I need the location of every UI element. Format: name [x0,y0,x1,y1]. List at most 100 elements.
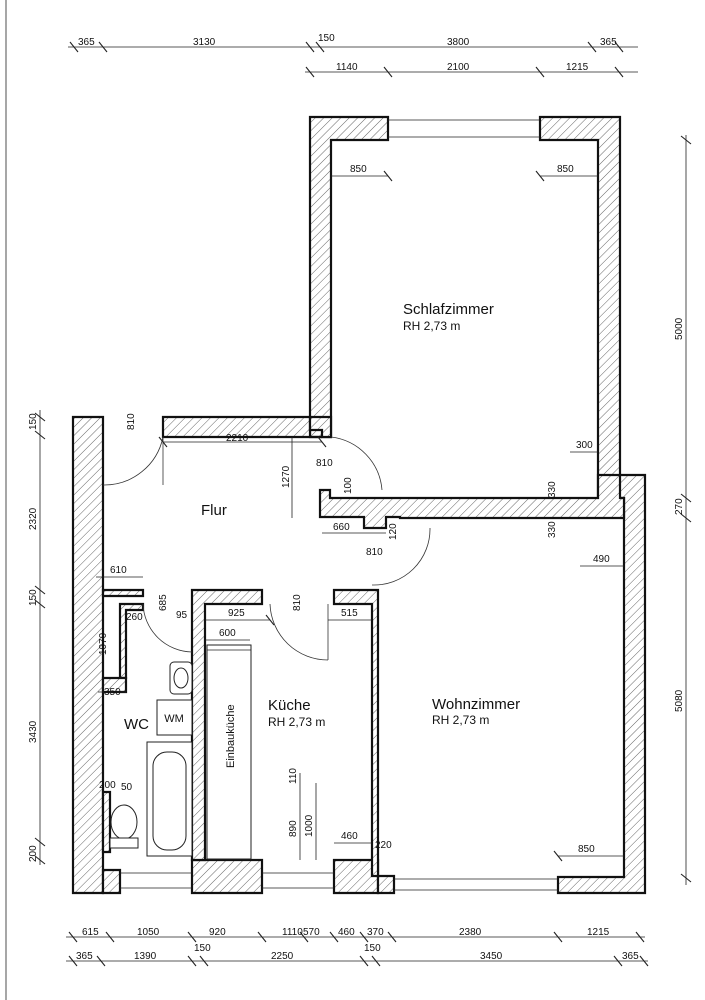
room-kueche-height: RH 2,73 m [268,715,325,729]
dim-wohn-850: 850 [578,844,595,855]
dim-bottom-1215: 1215 [587,927,610,938]
dim-left-150-top: 150 [28,413,39,430]
room-wc-name: WC [124,716,149,733]
dim-right-270: 270 [674,498,685,515]
dim-right-5080: 5080 [674,689,685,712]
dim-left-2320: 2320 [28,507,39,530]
dim-top2-1140: 1140 [336,62,358,73]
dim-bottom2-150-b: 150 [364,943,381,954]
dim-top-3130: 3130 [193,37,216,48]
fixtures: WM Einbauküche [109,644,252,860]
dim-bottom2-1390: 1390 [134,951,157,962]
dim-flur-120: 120 [388,523,399,540]
dim-kue-925: 925 [228,608,245,619]
dim-bottom2-365-left: 365 [76,951,93,962]
dimensions-bottom: 615 1050 920 1110 570 460 370 2380 1215 … [66,927,649,967]
dim-wc-50: 50 [121,782,133,793]
einbaukueche-label: Einbauküche [225,704,237,768]
wall-bedroom-bottom [318,473,626,530]
dim-bottom-1110: 1110 [282,927,303,938]
dim-bed-850-left: 850 [350,164,367,175]
room-labels: Schlafzimmer RH 2,73 m Flur Küche RH 2,7… [124,301,520,733]
dim-flur-330-a: 330 [547,481,558,498]
dim-wc-200: 200 [99,780,116,791]
room-flur-name: Flur [201,502,227,519]
wall-wc-top [101,588,145,598]
wall-kitchen-wohn [332,588,380,878]
dim-bottom-2380: 2380 [459,927,482,938]
dim-flur-685: 685 [158,594,169,611]
wall-bedroom-left [308,115,390,439]
dim-top-365-right: 365 [600,37,617,48]
room-wohnzimmer-name: Wohnzimmer [432,696,520,713]
dim-left-3430: 3430 [28,720,39,743]
dim-wc-1070: 1070 [98,632,109,655]
dim-wohn-490: 490 [593,554,610,565]
kitchen-counter-icon [206,644,252,860]
dim-kue-110: 110 [288,768,299,784]
dim-left-150-mid: 150 [28,589,39,606]
dim-bottom2-2250: 2250 [271,951,294,962]
dim-top-150: 150 [318,33,335,44]
dim-wc-260: 260 [126,612,143,623]
dim-flur-660: 660 [333,522,350,533]
dim-bed-850-right: 850 [557,164,574,175]
dim-flur-330-b: 330 [547,521,558,538]
dim-flur-810-c: 810 [292,594,303,611]
dim-bed-300: 300 [576,440,593,451]
dimensions-left: 150 2320 150 3430 200 [28,410,46,865]
dim-right-5000: 5000 [674,317,685,340]
dim-flur-810-top: 810 [126,413,137,430]
dim-wc-350: 350 [104,687,121,698]
room-schlafzimmer-height: RH 2,73 m [403,319,460,333]
room-wohnzimmer-height: RH 2,73 m [432,713,489,727]
dim-top2-2100: 2100 [447,62,470,73]
dimensions-right: 5000 270 5080 [674,135,692,885]
doors [102,436,431,661]
dim-top-365-left: 365 [78,37,95,48]
wall-wc-lower [101,790,112,854]
door-bath [142,603,193,653]
dim-bottom-615: 615 [82,927,99,938]
washing-machine-icon [156,699,193,736]
room-kueche-name: Küche [268,697,311,714]
dim-kue-460: 460 [341,831,358,842]
dim-flur-810-b: 810 [366,547,383,558]
dim-flur-2210: 2210 [226,433,249,444]
dim-bottom-570: 570 [303,927,320,938]
dim-kue-515: 515 [341,608,358,619]
toilet-icon [110,804,138,840]
dimensions-interior: 850 850 300 2210 810 1270 810 100 330 33… [96,164,624,862]
door-wohnzimmer [371,527,431,586]
dim-left-200: 200 [28,845,39,862]
dim-flur-1270: 1270 [281,465,292,488]
wall-flur-top-stub [308,415,333,439]
dim-bottom-460: 460 [338,927,355,938]
wall-bath-kitchen-top [190,588,264,862]
wall-bottom-kitchen-left [190,858,264,895]
dim-flur-810-a: 810 [316,458,333,469]
door-flur-entrance [102,436,164,486]
dim-top-3800: 3800 [447,37,470,48]
door-kitchen [269,603,329,661]
dim-bottom2-150-a: 150 [194,943,211,954]
dim-kue-1000: 1000 [304,814,315,837]
door-bedroom [330,436,383,491]
dim-top2-1215: 1215 [566,62,589,73]
walls [71,115,647,895]
dim-kue-220: 220 [375,840,392,851]
dim-bottom2-365-right: 365 [622,951,639,962]
wall-bottom-wc [101,868,122,895]
wall-flur-top [161,415,322,439]
dim-bottom-920: 920 [209,927,226,938]
dim-kue-600: 600 [219,628,236,639]
dim-kue-890: 890 [288,820,299,837]
washing-machine-label: WM [164,713,184,725]
dim-bottom2-3450: 3450 [480,951,503,962]
dim-bottom-1050: 1050 [137,927,160,938]
room-schlafzimmer-name: Schlafzimmer [403,301,494,318]
dim-flur-95: 95 [176,610,188,621]
wall-bottom-wohn-left [376,874,396,895]
dim-flur-100: 100 [343,477,354,494]
